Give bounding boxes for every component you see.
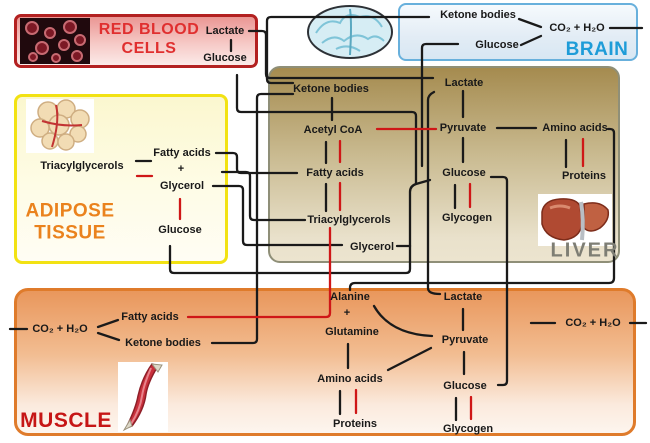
liver-proteins-label: Proteins <box>561 170 607 182</box>
muscle-ketone-bodies-label: Ketone bodies <box>125 337 201 349</box>
adipose-plus-label: + <box>177 163 185 175</box>
liver-image <box>538 194 612 246</box>
red-blood-cells-title: RED BLOOD CELLS <box>98 21 200 57</box>
rbc-glucose-label: Glucose <box>203 52 247 64</box>
liver-acetyl-coa-label: Acetyl CoA <box>303 124 363 136</box>
brain-co2-h2o-label: CO₂ + H₂O <box>549 22 605 34</box>
liver-ketone-bodies-label: Ketone bodies <box>293 83 369 95</box>
muscle-lactate-label: Lactate <box>443 291 483 303</box>
brain-ketone-bodies-label: Ketone bodies <box>440 9 516 21</box>
adipose-glucose-label: Glucose <box>158 224 202 236</box>
liver-pyruvate-label: Pyruvate <box>439 122 487 134</box>
adipose-fatty-acids-label: Fatty acids <box>153 147 211 159</box>
rbc-lactate-label: Lactate <box>205 25 245 37</box>
adipose-tissue-image <box>26 99 94 153</box>
muscle-image <box>118 362 168 432</box>
muscle-plus-label: + <box>343 307 351 319</box>
muscle-title: MUSCLE <box>20 409 112 432</box>
red-blood-cells-image <box>20 18 90 64</box>
muscle-fatty-acids-label: Fatty acids <box>121 311 179 323</box>
muscle-co2-h2o-right-label: CO₂ + H₂O <box>565 317 621 329</box>
liver-triacylglycerols-label: Triacylglycerols <box>307 214 391 226</box>
liver-title: LIVER <box>550 239 620 262</box>
adipose-triacylglycerols-label: Triacylglycerols <box>40 160 124 172</box>
adipose-glycerol-label: Glycerol <box>159 180 205 192</box>
muscle-pyruvate-label: Pyruvate <box>441 334 489 346</box>
muscle-glycogen-label: Glycogen <box>442 423 494 435</box>
muscle-glutamine-label: Glutamine <box>325 326 379 338</box>
liver-amino-acids-label: Amino acids <box>542 122 608 134</box>
liver-glycerol-label: Glycerol <box>349 241 395 253</box>
muscle-proteins-label: Proteins <box>332 418 378 430</box>
muscle-glucose-label: Glucose <box>443 380 487 392</box>
brain-image <box>307 5 393 59</box>
adipose-tissue-title: ADIPOSE TISSUE <box>25 200 115 244</box>
muscle-box <box>14 288 636 436</box>
liver-fatty-acids-label: Fatty acids <box>306 167 364 179</box>
liver-glycogen-label: Glycogen <box>441 212 493 224</box>
brain-glucose-label: Glucose <box>475 39 519 51</box>
brain-title: BRAIN <box>565 39 629 60</box>
muscle-alanine-label: Alanine <box>330 291 370 303</box>
liver-glucose-label: Glucose <box>442 167 486 179</box>
muscle-amino-acids-label: Amino acids <box>317 373 383 385</box>
liver-lactate-label: Lactate <box>444 77 484 89</box>
muscle-co2-h2o-left-label: CO₂ + H₂O <box>32 323 88 335</box>
